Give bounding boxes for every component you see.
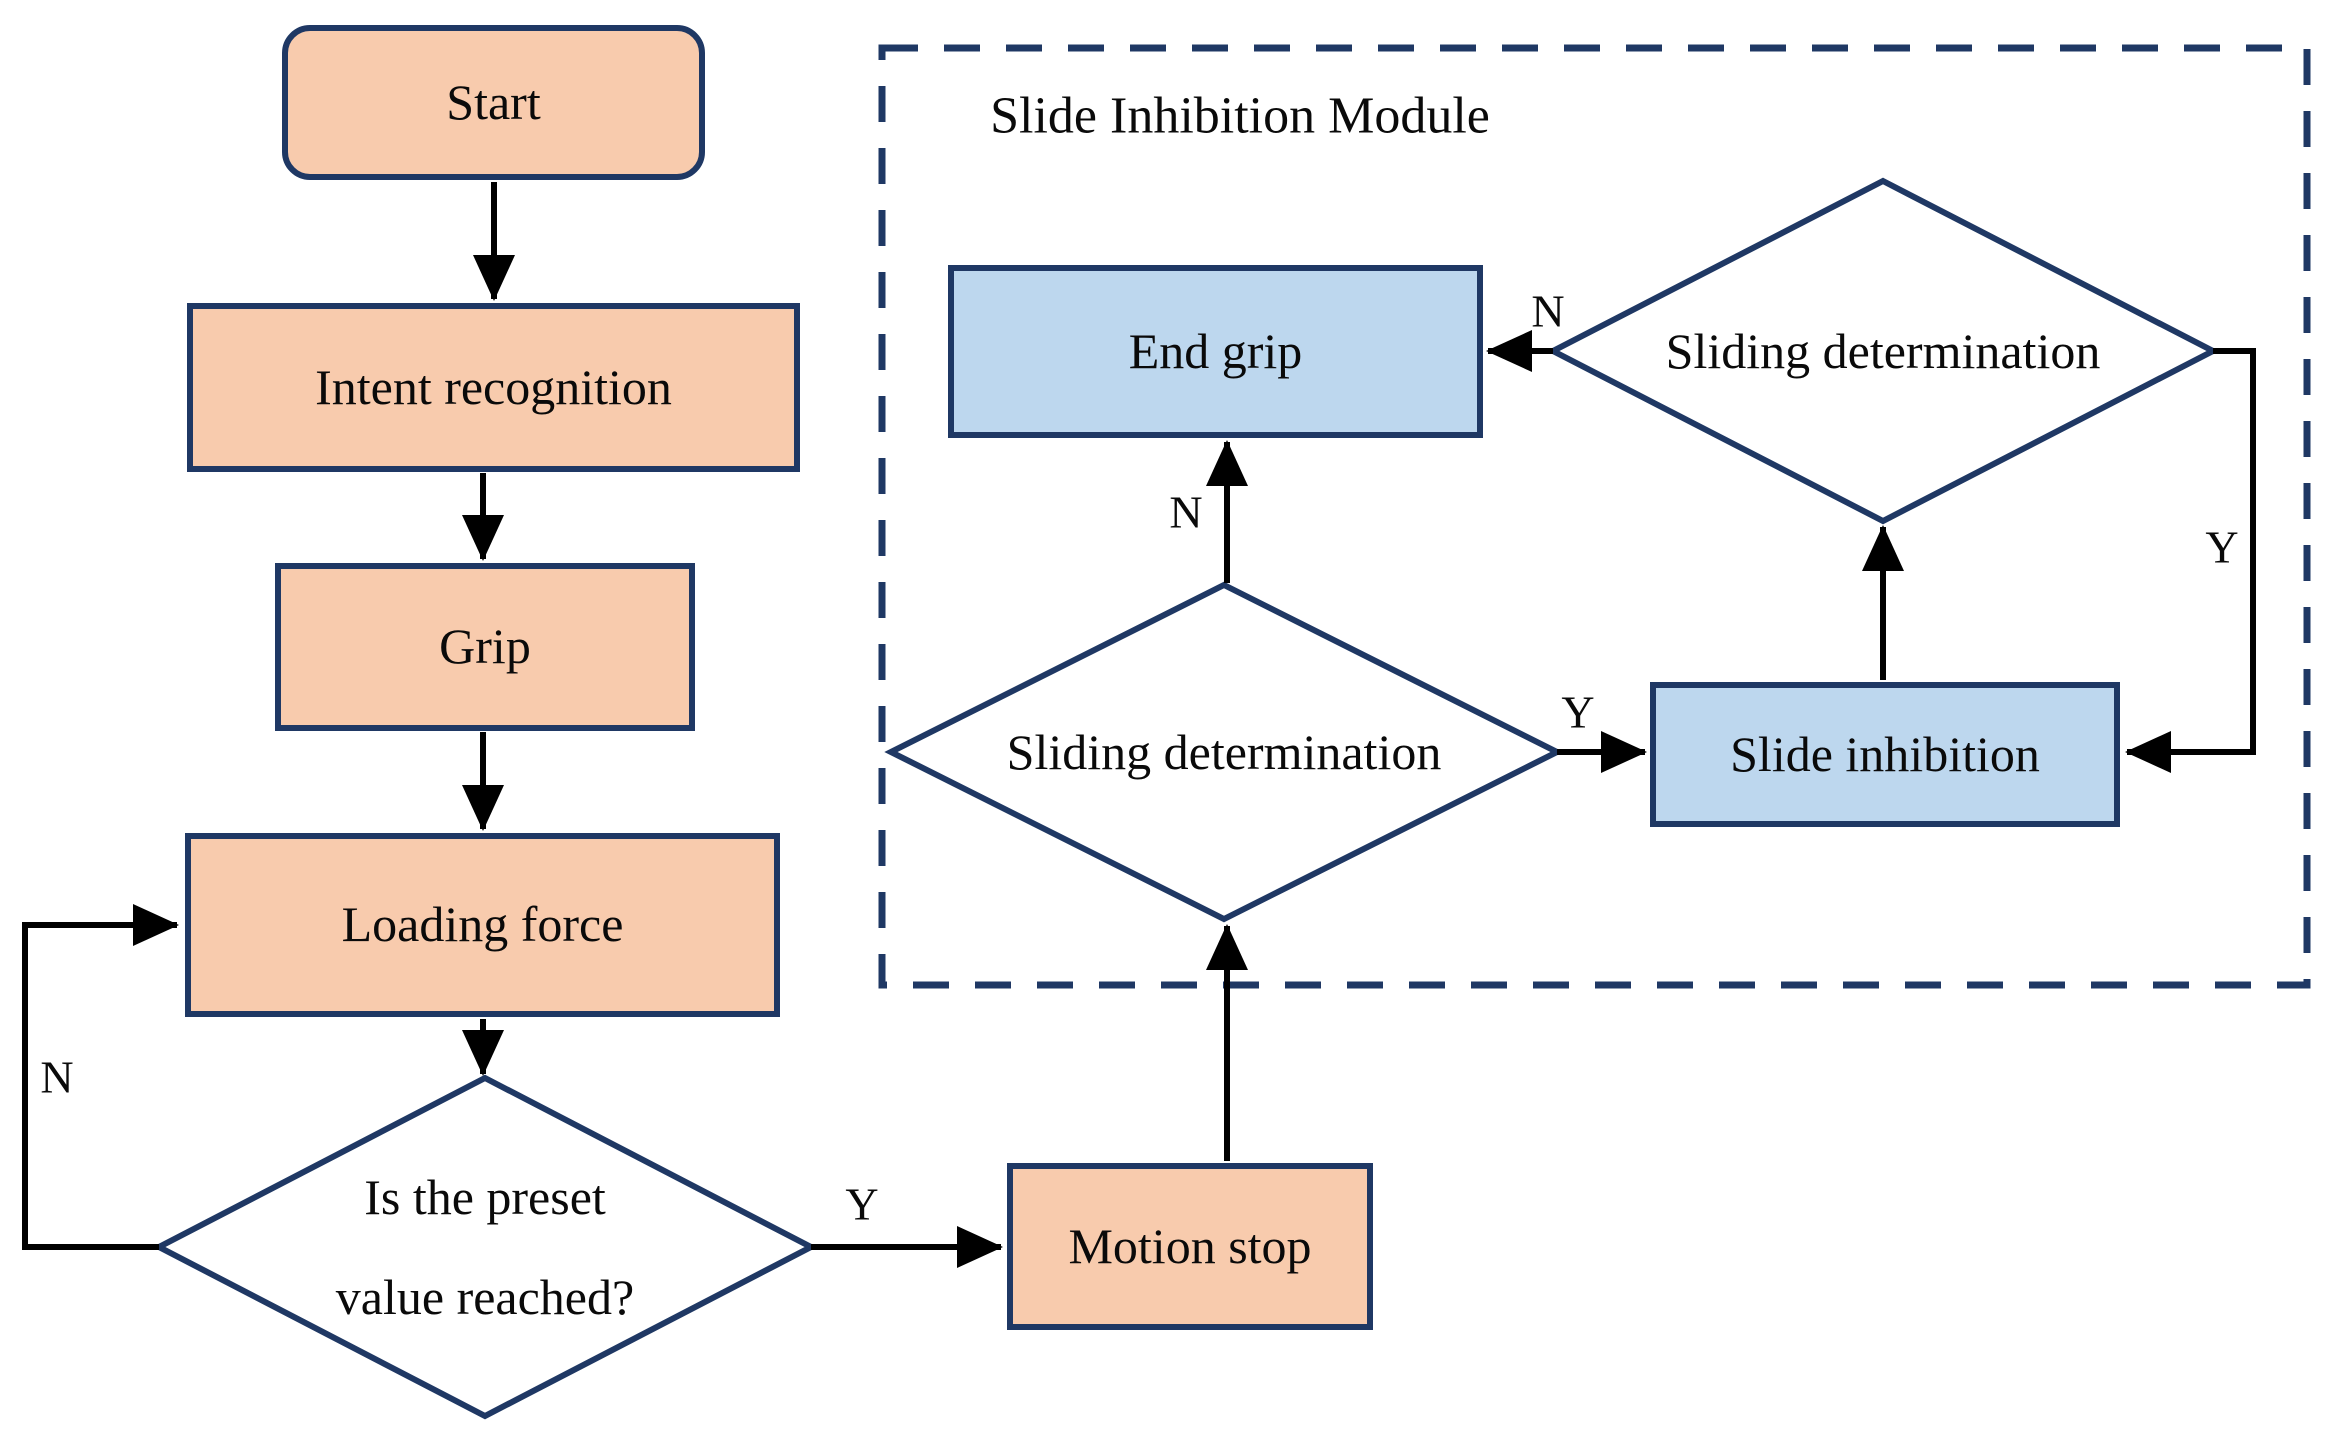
edge-label-preset-yes: Y <box>845 1178 879 1230</box>
arrow-upper-determination-yes-to-slide-inhibition <box>2125 348 2256 773</box>
decision-sliding-determination-upper <box>1546 177 2220 525</box>
edge-label-preset-no: N <box>40 1051 74 1103</box>
edge-label-upper-determination-no: N <box>1531 285 1565 337</box>
node-grip: Grip <box>275 563 695 731</box>
decision-sliding-determination-lower <box>884 581 1564 923</box>
node-slide-inhibition-label: Slide inhibition <box>1730 725 2040 782</box>
module-title: Slide Inhibition Module <box>990 87 1490 145</box>
node-intent-recognition: Intent recognition <box>187 303 800 472</box>
node-start: Start <box>282 25 705 180</box>
node-slide-inhibition: Slide inhibition <box>1650 682 2120 827</box>
node-grip-label: Grip <box>439 618 531 675</box>
decision-preset-value-label: Is the preset value reached? <box>335 1169 635 1325</box>
node-loading-force-label: Loading force <box>341 896 624 953</box>
node-motion-stop-label: Motion stop <box>1068 1217 1312 1274</box>
module-boundary <box>878 44 2311 989</box>
edge-label-lower-determination-no: N <box>1169 486 1203 538</box>
node-motion-stop: Motion stop <box>1007 1163 1373 1330</box>
node-end-grip: End grip <box>948 265 1483 438</box>
node-start-label: Start <box>446 73 541 130</box>
arrow-preset-no-loop <box>22 904 179 1250</box>
node-loading-force: Loading force <box>185 833 780 1017</box>
decision-sliding-determination-upper-label: Sliding determination <box>1665 323 2101 379</box>
edge-label-upper-determination-yes: Y <box>2205 521 2239 573</box>
decision-preset-value <box>152 1074 818 1420</box>
node-end-grip-label: End grip <box>1128 322 1303 379</box>
node-intent-recognition-label: Intent recognition <box>315 358 672 415</box>
edge-label-lower-determination-yes: Y <box>1561 686 1595 738</box>
decision-sliding-determination-lower-label: Sliding determination <box>1006 724 1442 780</box>
